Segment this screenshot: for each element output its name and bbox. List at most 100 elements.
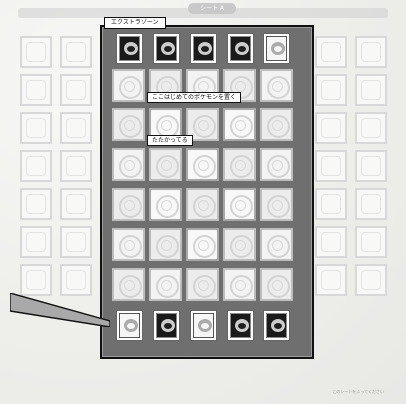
board-cell[interactable] <box>186 268 219 301</box>
pokeball-icon <box>193 155 216 178</box>
background-cell <box>315 112 347 144</box>
top-card-3[interactable] <box>190 33 217 64</box>
background-cell <box>355 150 387 182</box>
background-cell <box>315 226 347 258</box>
board-cell[interactable] <box>149 188 182 221</box>
board-cell[interactable] <box>260 69 293 102</box>
background-cell <box>60 36 92 68</box>
top-card-2[interactable] <box>153 33 180 64</box>
card-art <box>119 313 140 338</box>
pokeball-icon <box>119 195 142 218</box>
card-art <box>266 313 287 338</box>
background-cell <box>20 36 52 68</box>
background-cell <box>20 112 52 144</box>
header-center-label: シート A <box>188 3 236 14</box>
board-cell[interactable] <box>112 268 145 301</box>
background-cell <box>20 188 52 220</box>
pokeball-icon <box>230 115 253 138</box>
card-art <box>230 313 251 338</box>
bottom-card-3[interactable] <box>190 310 217 341</box>
pokeball-icon <box>119 275 142 298</box>
top-card-5[interactable] <box>263 33 290 64</box>
pokeball-icon <box>230 155 253 178</box>
bottom-card-5[interactable] <box>263 310 290 341</box>
pokeball-icon <box>193 195 216 218</box>
background-cell <box>315 74 347 106</box>
pokeball-icon <box>230 235 253 258</box>
background-cell <box>355 74 387 106</box>
board-cell[interactable] <box>223 188 256 221</box>
board-cell[interactable] <box>223 108 256 141</box>
background-cell <box>355 264 387 296</box>
background-cell <box>315 150 347 182</box>
pokeball-icon <box>230 195 253 218</box>
background-cell <box>315 188 347 220</box>
background-cell <box>355 188 387 220</box>
footer-right-text: このシートをふってください <box>332 389 384 395</box>
board-cell[interactable] <box>223 228 256 261</box>
pokeball-icon <box>156 195 179 218</box>
pokeball-icon <box>119 155 142 178</box>
pokeball-icon <box>267 235 290 258</box>
pokeball-icon <box>193 235 216 258</box>
pokeball-icon <box>156 235 179 258</box>
bottom-card-1[interactable] <box>116 310 143 341</box>
panel-title: エクストラゾーン <box>104 17 166 29</box>
board-cell[interactable] <box>260 108 293 141</box>
pokeball-icon <box>267 195 290 218</box>
card-art <box>156 313 177 338</box>
board-cell[interactable] <box>260 228 293 261</box>
pokeball-icon <box>193 115 216 138</box>
board-cell[interactable] <box>112 108 145 141</box>
board-cell[interactable] <box>260 188 293 221</box>
background-cell <box>355 112 387 144</box>
pokeball-icon <box>156 155 179 178</box>
board-cell[interactable] <box>223 268 256 301</box>
top-card-4[interactable] <box>227 33 254 64</box>
background-cell <box>60 112 92 144</box>
background-cell <box>20 226 52 258</box>
board-cell[interactable] <box>112 188 145 221</box>
top-card-1[interactable] <box>116 33 143 64</box>
background-cell <box>60 226 92 258</box>
board-cell[interactable] <box>186 188 219 221</box>
pointer-arrow <box>10 293 110 327</box>
background-cell <box>60 150 92 182</box>
board-cell[interactable] <box>149 268 182 301</box>
board-cell[interactable] <box>149 148 182 181</box>
pokeball-icon <box>267 275 290 298</box>
bottom-card-2[interactable] <box>153 310 180 341</box>
top-instruction-label: ここはじめてのポケモンを置く <box>147 92 241 103</box>
pokeball-icon <box>267 115 290 138</box>
board-cell[interactable] <box>186 228 219 261</box>
board-cell[interactable] <box>149 228 182 261</box>
background-cell <box>60 264 92 296</box>
card-art <box>266 36 287 61</box>
pokeball-icon <box>230 275 253 298</box>
middle-instruction-label: たたかってる <box>147 135 193 146</box>
pokeball-icon <box>156 275 179 298</box>
board-cell[interactable] <box>260 268 293 301</box>
board-cell[interactable] <box>112 69 145 102</box>
card-art <box>119 36 140 61</box>
pokeball-icon <box>119 115 142 138</box>
background-cell <box>20 150 52 182</box>
bottom-card-4[interactable] <box>227 310 254 341</box>
pokeball-icon <box>119 76 142 99</box>
pokeball-icon <box>267 155 290 178</box>
board-cell[interactable] <box>186 148 219 181</box>
card-art <box>156 36 177 61</box>
card-art <box>193 313 214 338</box>
board-cell[interactable] <box>112 148 145 181</box>
background-cell <box>315 36 347 68</box>
background-cell <box>60 74 92 106</box>
pokeball-icon <box>119 235 142 258</box>
board-cell[interactable] <box>112 228 145 261</box>
background-cell <box>60 188 92 220</box>
board-cell[interactable] <box>223 148 256 181</box>
background-cell <box>355 36 387 68</box>
pokeball-icon <box>267 76 290 99</box>
background-cell <box>20 74 52 106</box>
board-cell[interactable] <box>260 148 293 181</box>
